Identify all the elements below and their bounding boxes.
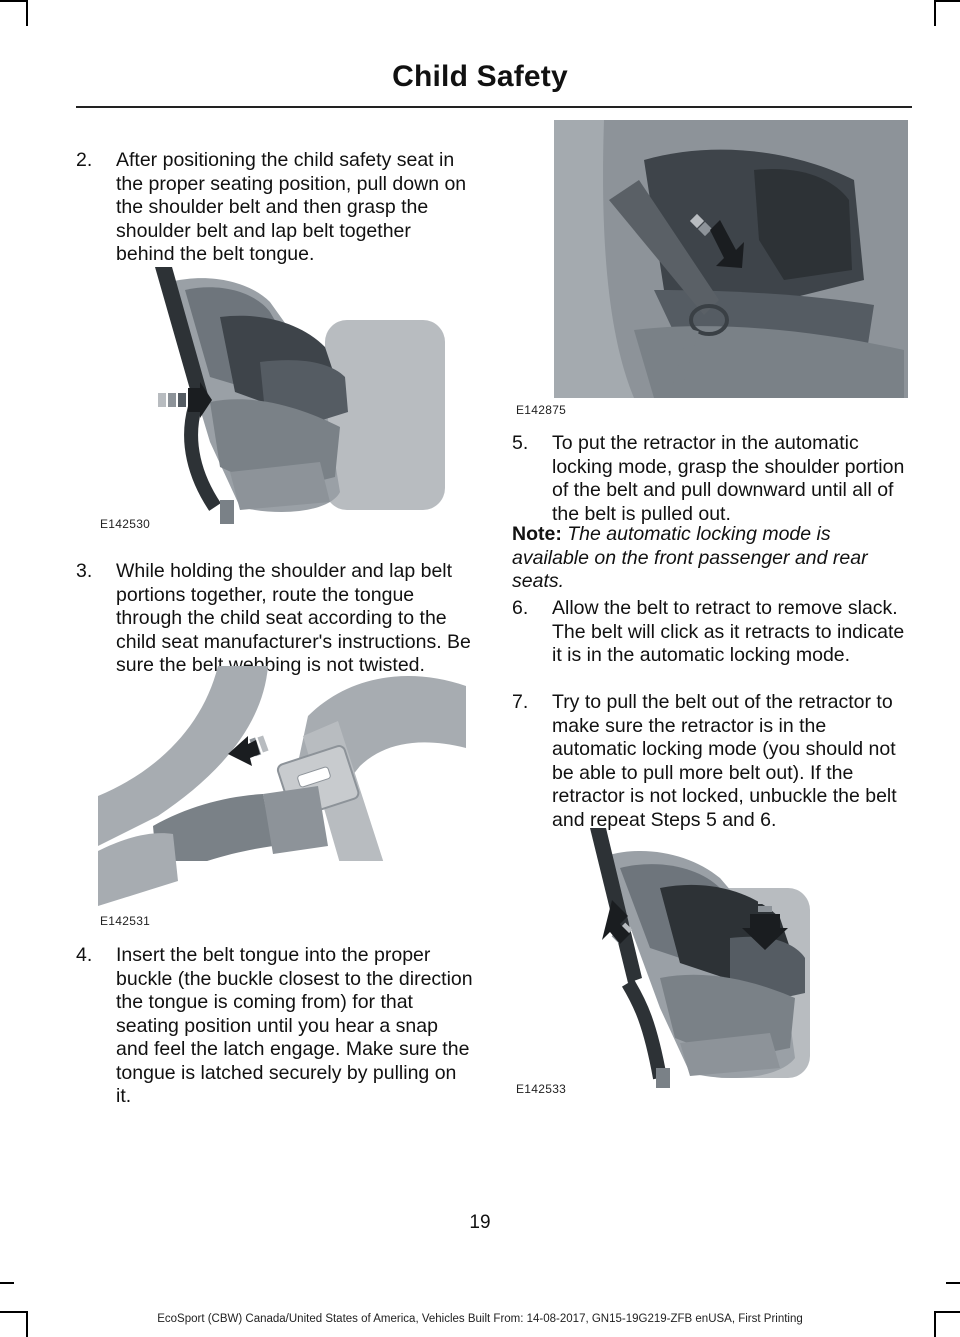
page-title: Child Safety xyxy=(392,60,568,93)
crop-mark xyxy=(934,0,960,2)
step-6: 6. Allow the belt to retract to remove s… xyxy=(512,597,910,668)
figure-code: E142875 xyxy=(516,403,567,417)
crop-mark xyxy=(934,0,936,26)
step-text: Allow the belt to retract to remove slac… xyxy=(552,597,905,666)
crop-mark xyxy=(0,0,26,2)
note-text: The automatic locking mode is available … xyxy=(512,523,868,592)
step-3: 3. While holding the shoulder and lap be… xyxy=(76,560,472,678)
step-text: To put the retractor in the automatic lo… xyxy=(552,432,905,525)
step-text: Try to pull the belt out of the retracto… xyxy=(552,691,897,831)
step-5: 5. To put the retractor in the automatic… xyxy=(512,432,910,526)
crop-mark xyxy=(0,1282,14,1284)
figure-child-seat-shoulder-belt xyxy=(100,262,470,524)
step-number: 7. xyxy=(512,691,529,713)
crop-mark xyxy=(934,1311,936,1337)
figure-code: E142533 xyxy=(516,1082,567,1096)
page-number: 19 xyxy=(469,1212,491,1233)
step-number: 2. xyxy=(76,149,93,171)
step-2: 2. After positioning the child safety se… xyxy=(76,149,468,267)
step-number: 4. xyxy=(76,944,93,966)
step-number: 3. xyxy=(76,560,93,582)
step-7: 7. Try to pull the belt out of the retra… xyxy=(512,691,910,832)
note: Note: The automatic locking mode is avai… xyxy=(512,523,910,594)
crop-mark xyxy=(26,1311,28,1337)
page-footer: EcoSport (CBW) Canada/United States of A… xyxy=(157,1313,803,1325)
note-label: Note: xyxy=(512,523,562,545)
step-text: Insert the belt tongue into the proper b… xyxy=(116,944,473,1107)
step-text: While holding the shoulder and lap belt … xyxy=(116,560,471,676)
crop-mark xyxy=(0,1311,26,1313)
figure-code: E142530 xyxy=(100,517,151,531)
figure-child-seat-retractor-check xyxy=(580,828,820,1090)
step-number: 5. xyxy=(512,432,529,454)
crop-mark xyxy=(26,0,28,26)
header-divider xyxy=(76,106,912,108)
step-number: 6. xyxy=(512,597,529,619)
crop-mark xyxy=(946,1282,960,1284)
crop-mark xyxy=(934,1311,960,1313)
figure-retractor-shoulder-pull xyxy=(514,120,908,398)
figure-code: E142531 xyxy=(100,914,151,928)
step-text: After positioning the child safety seat … xyxy=(116,149,467,265)
figure-belt-tongue-buckle xyxy=(98,666,466,912)
step-4: 4. Insert the belt tongue into the prope… xyxy=(76,944,474,1109)
